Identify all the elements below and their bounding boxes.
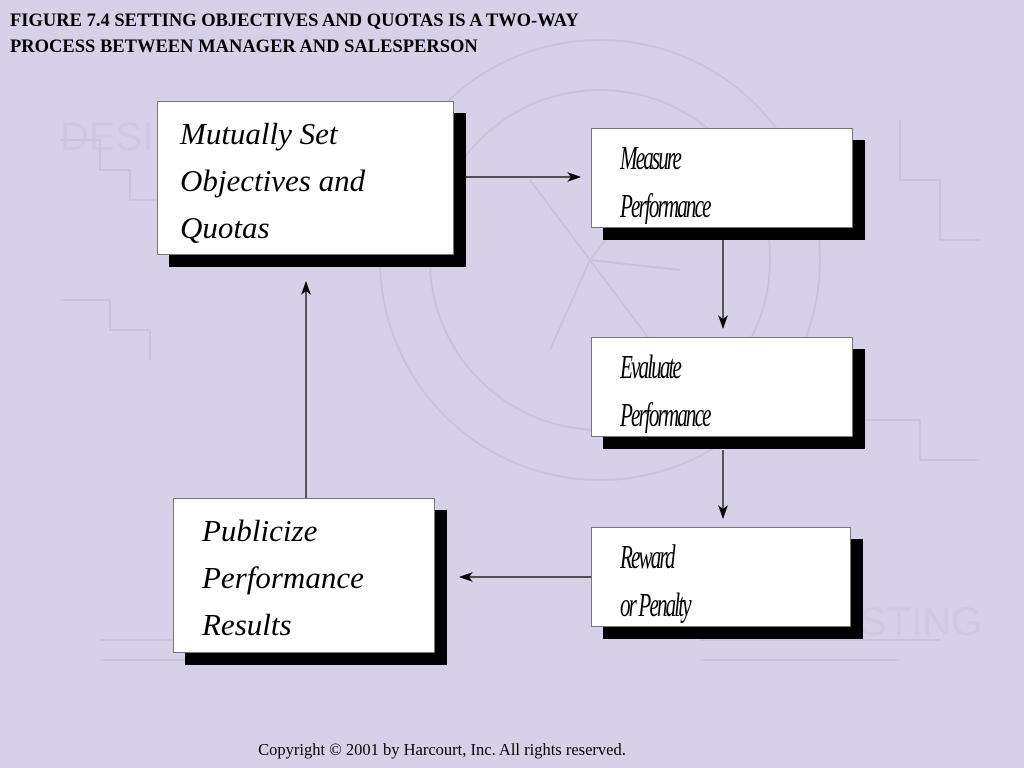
node-reward-penalty: Reward or Penalty — [591, 527, 851, 627]
copyright-footer: Copyright © 2001 by Harcourt, Inc. All r… — [0, 740, 1024, 760]
node-publicize-results-line-2: Performance — [202, 560, 364, 595]
figure-title-line-1: FIGURE 7.4 SETTING OBJECTIVES AND QUOTAS… — [10, 11, 579, 31]
node-set-objectives-line-1: Mutually Set — [180, 116, 338, 151]
node-set-objectives: Mutually Set Objectives and Quotas — [157, 101, 454, 255]
node-set-objectives-line-3: Quotas — [180, 210, 270, 245]
figure-title: FIGURE 7.4 SETTING OBJECTIVES AND QUOTAS… — [10, 8, 770, 60]
node-publicize-results-line-3: Results — [202, 607, 292, 642]
node-evaluate-performance-line-1: Evaluate — [620, 349, 682, 386]
watermark-text: STING — [860, 600, 982, 644]
node-reward-penalty-line-2: or Penalty — [620, 587, 692, 624]
node-measure-performance-line-2: Performance — [620, 188, 711, 225]
node-publicize-results-line-1: Publicize — [202, 513, 318, 548]
node-measure-performance-line-1: Measure — [620, 140, 682, 177]
figure-title-line-2: PROCESS BETWEEN MANAGER AND SALESPERSON — [10, 37, 478, 57]
node-set-objectives-line-2: Objectives and — [180, 163, 366, 198]
node-evaluate-performance: Evaluate Performance — [591, 337, 853, 437]
node-publicize-results: Publicize Performance Results — [173, 498, 435, 653]
node-measure-performance: Measure Performance — [591, 128, 853, 228]
node-evaluate-performance-line-2: Performance — [620, 397, 711, 434]
copyright-text: Copyright © 2001 by Harcourt, Inc. All r… — [258, 740, 626, 759]
watermark-text: DESI — [60, 115, 153, 159]
node-reward-penalty-line-1: Reward — [620, 539, 675, 576]
